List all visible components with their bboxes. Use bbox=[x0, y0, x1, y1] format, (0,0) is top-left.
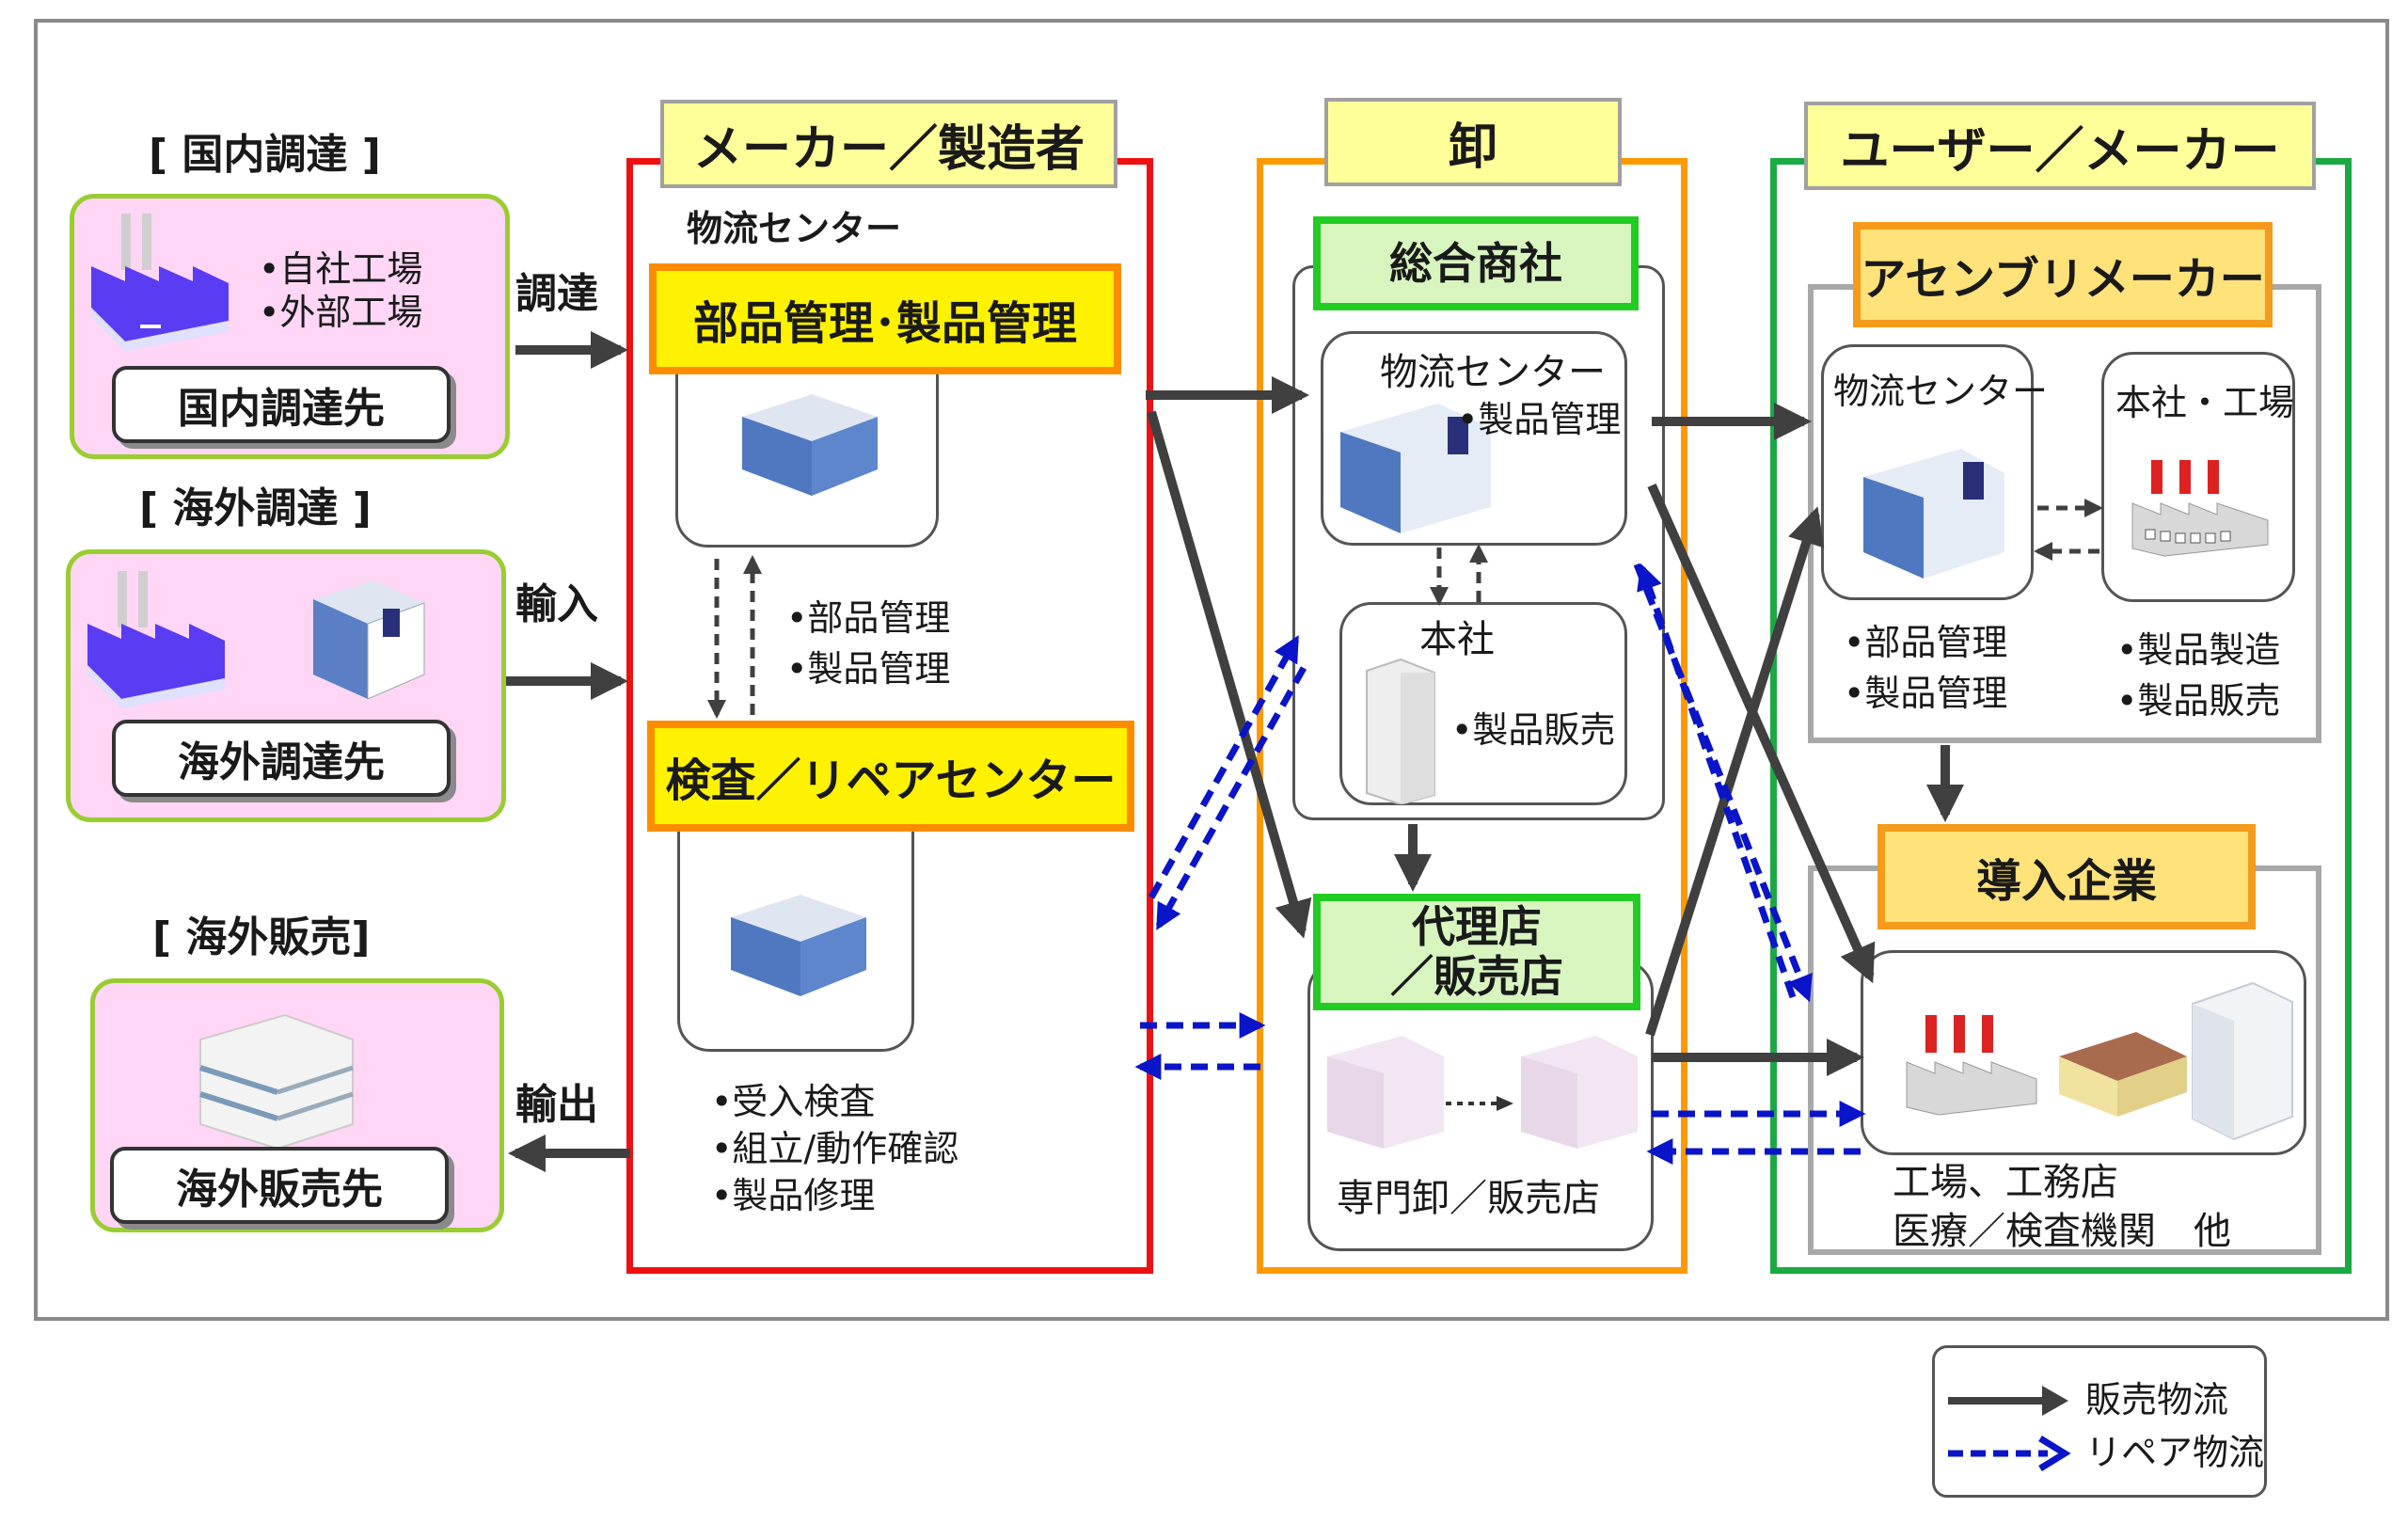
legend-box: 販売物流 リペア物流 bbox=[1932, 1345, 2267, 1498]
overseas-sales-label: 海外販売先 bbox=[110, 1147, 449, 1224]
user-hq-factory-label: 本社・工場 bbox=[2115, 382, 2295, 423]
user-note-a1: •部品管理 bbox=[1844, 622, 2008, 663]
inspection-repair-center-box: 検査／リペアセンター bbox=[647, 721, 1134, 832]
adopter-label: 導入企業 bbox=[1877, 824, 2256, 929]
office-building-icon bbox=[199, 1013, 354, 1151]
wholesale-title: 卸 bbox=[1324, 98, 1622, 186]
adopter-line-2: 医療／検査機関 他 bbox=[1893, 1210, 2231, 1253]
wholesale-logistics-label: 物流センター bbox=[1380, 351, 1606, 394]
domestic-source-box: •自社工場 •外部工場 国内調達先 bbox=[70, 194, 510, 459]
repair-note-2: •組立/動作確認 bbox=[711, 1128, 959, 1169]
wholesale-hq-note: •製品販売 bbox=[1451, 709, 1616, 751]
domestic-bullet-1: •自社工場 bbox=[259, 248, 423, 290]
house-icon bbox=[2059, 1032, 2187, 1117]
repair-arrow-adopter-to-logistics bbox=[1637, 563, 1797, 999]
store-building-icon bbox=[1327, 1036, 1444, 1149]
overseas-source-box: 海外調達先 bbox=[66, 549, 506, 822]
repair-note-3: •製品修理 bbox=[711, 1175, 876, 1216]
trading-company-label: 総合商社 bbox=[1313, 216, 1639, 310]
domestic-bullet-2: •外部工場 bbox=[259, 292, 423, 333]
wholesale-logistics-box: 物流センター •製品管理 bbox=[1321, 331, 1627, 546]
diagram-frame bbox=[34, 19, 2389, 1321]
maker-note-1: •部品管理 bbox=[786, 597, 951, 639]
office-tower-icon bbox=[1366, 658, 1435, 804]
warehouse-icon bbox=[731, 895, 866, 996]
assembly-maker-label: アセンブリメーカー bbox=[1853, 222, 2273, 327]
user-logistics-label: 物流センター bbox=[1833, 371, 2049, 412]
legend-swatches bbox=[1948, 1386, 2071, 1471]
overseas-header: [ 海外調達 ] bbox=[139, 484, 372, 532]
warehouse-icon bbox=[1863, 449, 2004, 579]
arrow-logistics-to-adopter bbox=[1647, 483, 1876, 984]
import-label: 輸入 bbox=[515, 580, 598, 628]
dotted-arrow-icon bbox=[1446, 1096, 1513, 1111]
user-note-b1: •製品製造 bbox=[2116, 629, 2281, 671]
wholesale-logistics-note: •製品管理 bbox=[1457, 399, 1622, 440]
maker-note-2: •製品管理 bbox=[786, 648, 951, 690]
agency-line-2: ／販売店 bbox=[1390, 951, 1563, 1002]
wholesale-hq-box: 本社 •製品販売 bbox=[1339, 602, 1627, 805]
legend-repair-label: リペア物流 bbox=[2085, 1432, 2265, 1473]
adopter-buildings-box bbox=[1861, 950, 2306, 1155]
parts-product-management-box: 部品管理･製品管理 bbox=[649, 263, 1121, 374]
domestic-source-label: 国内調達先 bbox=[112, 366, 451, 443]
factory-icon bbox=[91, 214, 229, 351]
export-label: 輸出 bbox=[515, 1081, 598, 1129]
factory-icon bbox=[87, 571, 225, 708]
user-title: ユーザー／メーカー bbox=[1804, 102, 2316, 190]
warehouse-icon bbox=[1340, 404, 1491, 533]
agency-line-1: 代理店 bbox=[1412, 901, 1542, 953]
arrow-maker-to-agency bbox=[1147, 410, 1312, 939]
wholesale-hq-label: 本社 bbox=[1419, 618, 1495, 661]
factory-icon bbox=[2131, 460, 2269, 557]
factory-icon bbox=[1906, 1015, 2037, 1116]
user-logistics-box: 物流センター bbox=[1821, 344, 2048, 600]
legend-sales-label: 販売物流 bbox=[2085, 1379, 2229, 1421]
procure-label: 調達 bbox=[515, 270, 598, 318]
store-building-icon bbox=[1521, 1036, 1638, 1149]
user-note-b2: •製品販売 bbox=[2116, 680, 2281, 722]
warehouse-icon bbox=[742, 394, 878, 496]
user-hq-factory-box: 本社・工場 bbox=[2101, 352, 2295, 602]
adopter-line-1: 工場、工務店 bbox=[1893, 1161, 2118, 1204]
maker-title: メーカー／製造者 bbox=[660, 100, 1117, 188]
overseas-sales-box: 海外販売先 bbox=[90, 978, 504, 1232]
domestic-header: [ 国内調達 ] bbox=[149, 131, 381, 179]
arrow-agency-to-user bbox=[1645, 506, 1825, 1037]
maker-logistics-label: 物流センター bbox=[687, 208, 902, 249]
repair-arrow-to-wholesale bbox=[1148, 635, 1300, 899]
repair-arrow-to-maker bbox=[1155, 666, 1307, 930]
overseas-source-label: 海外調達先 bbox=[112, 720, 451, 797]
hospital-building-icon bbox=[2192, 981, 2293, 1141]
overseas-sales-header: [ 海外販売] bbox=[152, 913, 371, 961]
repair-note-1: •受入検査 bbox=[711, 1081, 876, 1122]
specialty-wholesale-label: 専門卸／販売店 bbox=[1337, 1177, 1600, 1220]
user-note-a2: •製品管理 bbox=[1844, 673, 2008, 714]
warehouse-icon bbox=[313, 580, 425, 700]
agency-box: 代理店 ／販売店 bbox=[1313, 894, 1640, 1010]
